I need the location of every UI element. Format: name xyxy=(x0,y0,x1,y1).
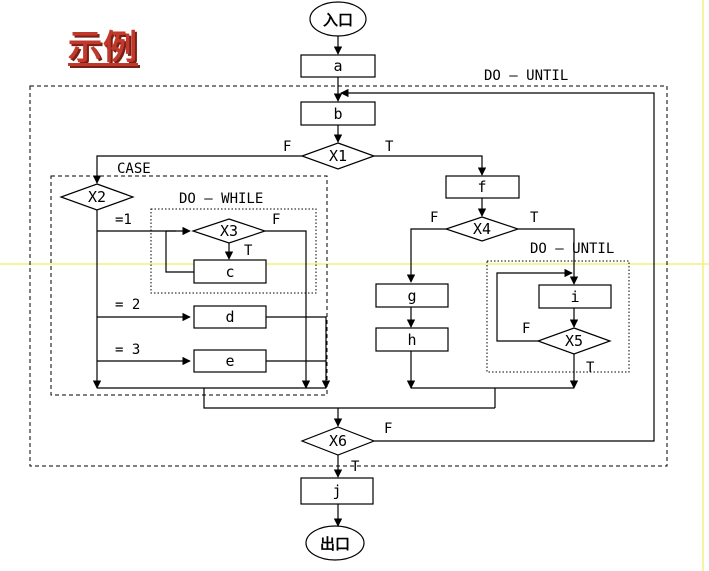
decision-x2-label: X2 xyxy=(88,188,106,206)
process-i-label: i xyxy=(570,288,579,306)
do-until-inner-label: DO — UNTIL xyxy=(530,241,614,257)
do-while-label: DO — WHILE xyxy=(179,191,263,207)
decision-x5-label: X5 xyxy=(565,332,583,350)
case-label: CASE xyxy=(117,161,151,177)
process-b-label: b xyxy=(333,105,342,123)
process-h xyxy=(375,327,449,352)
process-g xyxy=(375,283,449,308)
process-g-label: g xyxy=(407,287,416,305)
exit-terminal xyxy=(305,525,365,561)
process-i xyxy=(538,284,612,309)
process-j xyxy=(300,477,374,505)
x4-true-label: T xyxy=(530,210,539,226)
x3-false-label: F xyxy=(272,212,280,228)
decision-x4-label: X4 xyxy=(473,220,491,238)
x5-false-label: F xyxy=(522,321,530,337)
x3-true-label: T xyxy=(244,243,253,259)
case-region xyxy=(50,175,328,396)
decision-x4 xyxy=(444,216,520,242)
x1-false-label: F xyxy=(283,139,291,155)
decision-x3-label: X3 xyxy=(220,222,238,240)
decision-x1-label: X1 xyxy=(329,147,347,165)
do-until-outer-region xyxy=(29,85,668,467)
process-a-label: a xyxy=(333,57,342,75)
do-until-outer-label: DO — UNTIL xyxy=(484,68,568,84)
x5-true-label: T xyxy=(586,360,595,376)
x6-false-label: F xyxy=(384,421,392,437)
decision-x6-label: X6 xyxy=(329,432,347,450)
process-j-label: j xyxy=(332,482,341,500)
decision-x1 xyxy=(300,142,376,170)
case-1-label: =1 xyxy=(115,212,132,228)
do-until-inner-region xyxy=(486,260,630,373)
x6-true-label: T xyxy=(351,459,360,475)
page-title: 示例 xyxy=(68,28,138,68)
process-h-label: h xyxy=(407,331,416,349)
case-2-label: = 2 xyxy=(115,297,140,313)
do-while-region xyxy=(150,208,317,294)
case-3-label: = 3 xyxy=(115,342,140,358)
process-f-label: f xyxy=(477,178,486,196)
x4-false-label: F xyxy=(430,210,438,226)
process-e-label: e xyxy=(225,352,234,370)
entry-label: 入口 xyxy=(323,11,353,29)
process-c-label: c xyxy=(225,263,234,281)
exit-label: 出口 xyxy=(320,535,350,553)
process-d-label: d xyxy=(225,308,234,326)
x1-true-label: T xyxy=(385,139,394,155)
